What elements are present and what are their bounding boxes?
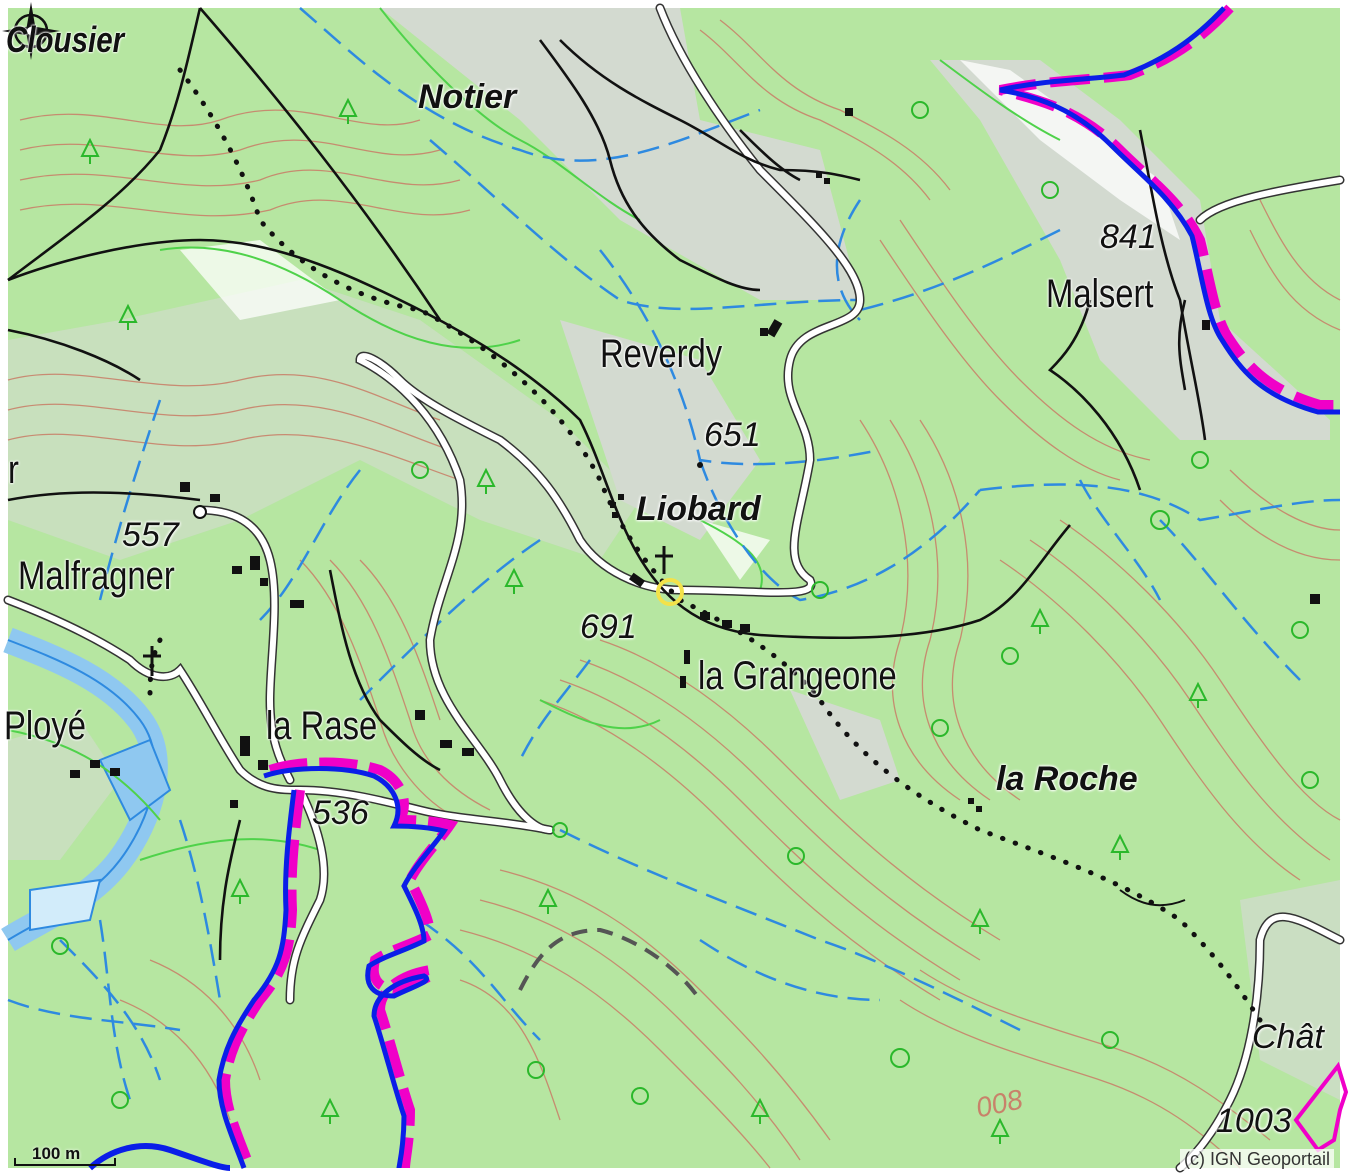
altitude-label-557: 557 bbox=[122, 516, 179, 554]
scale-bar: 100 m bbox=[14, 1144, 116, 1170]
tree-symbols bbox=[51, 97, 1319, 1144]
hillshade bbox=[8, 8, 1340, 1100]
meadows bbox=[180, 60, 1180, 580]
tracks bbox=[7, 7, 1207, 961]
spot-heights bbox=[193, 462, 703, 519]
hiking-trails[interactable] bbox=[87, 4, 1340, 1171]
place-label-la-roche: la Roche bbox=[996, 760, 1138, 798]
scale-bar-line bbox=[14, 1158, 116, 1166]
altitude-label-536: 536 bbox=[312, 794, 369, 832]
roads bbox=[3, 3, 1345, 1173]
river bbox=[1, 627, 172, 952]
summit-star-icon bbox=[1293, 1061, 1348, 1153]
cliff-mark bbox=[1119, 889, 1186, 907]
old-path bbox=[518, 927, 702, 1002]
scale-label: 100 m bbox=[32, 1144, 81, 1163]
altitude-label-691: 691 bbox=[580, 608, 637, 646]
place-label-malfragner: Malfragner bbox=[18, 554, 175, 598]
place-label-chat: Chât bbox=[1252, 1018, 1324, 1056]
place-label-edge: r bbox=[8, 448, 19, 492]
place-label-la-rase: la Rase bbox=[266, 704, 378, 748]
place-label-la-grangeone: la Grangeone bbox=[698, 654, 897, 698]
buildings bbox=[70, 108, 1320, 812]
place-label-notier: Notier bbox=[418, 78, 517, 116]
forest-edges bbox=[7, 7, 1061, 861]
altitude-label-651: 651 bbox=[704, 416, 761, 454]
map-attribution[interactable]: (c) IGN Geoportail bbox=[1179, 1149, 1334, 1170]
place-label-clousier: Clousier bbox=[6, 19, 125, 60]
place-label-reverdy: Reverdy bbox=[600, 332, 723, 376]
compass-rose-icon[interactable] bbox=[0, 0, 62, 62]
altitude-label-1003: 1003 bbox=[1216, 1102, 1292, 1140]
place-label-ploye: Ployé bbox=[4, 704, 87, 748]
altitude-label-841: 841 bbox=[1100, 218, 1157, 256]
location-marker-icon[interactable] bbox=[656, 578, 684, 606]
chapel-icons bbox=[143, 546, 673, 676]
place-label-liobard: Liobard bbox=[636, 490, 761, 528]
place-label-malsert: Malsert bbox=[1046, 272, 1154, 316]
